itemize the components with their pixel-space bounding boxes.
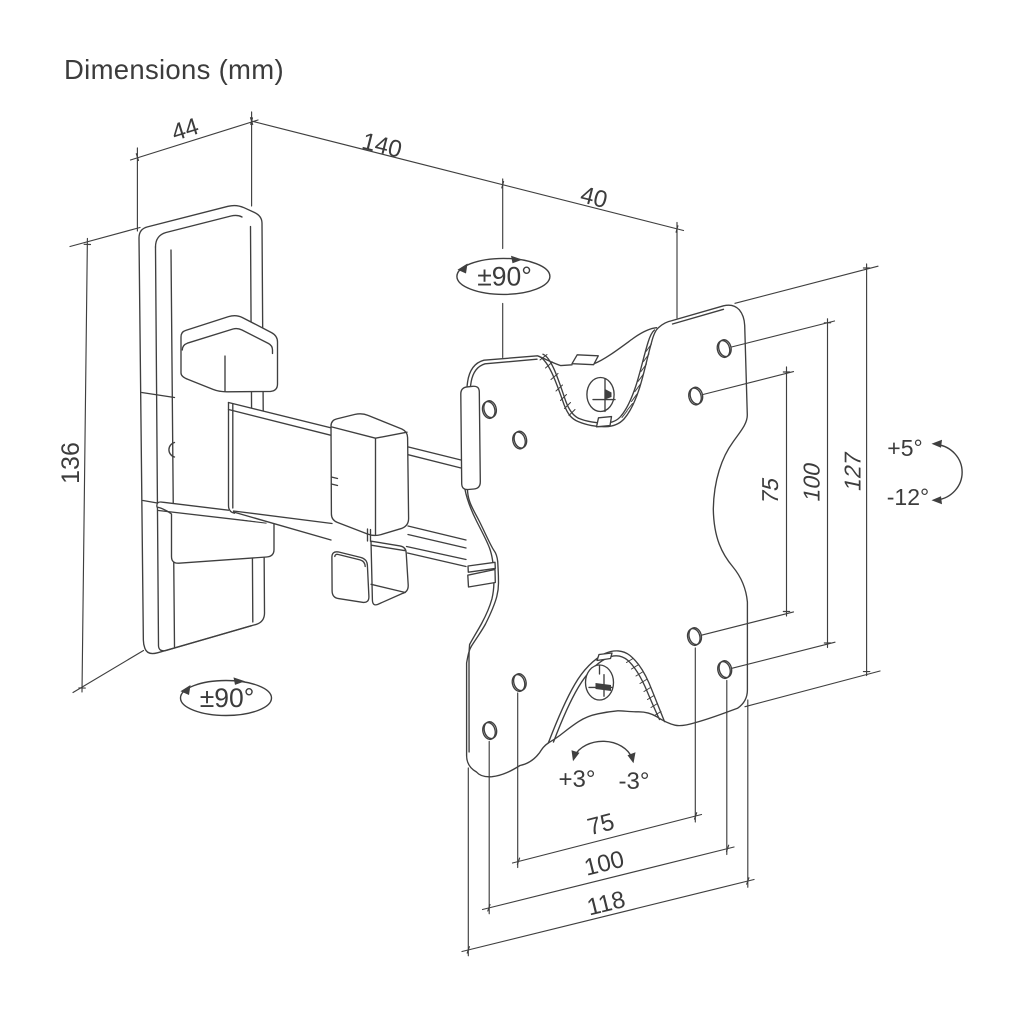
svg-text:100: 100 — [799, 460, 825, 504]
svg-text:127: 127 — [840, 449, 866, 493]
svg-text:+5°: +5° — [887, 435, 922, 461]
svg-text:+3°: +3° — [559, 766, 596, 793]
svg-text:Dimensions (mm): Dimensions (mm) — [64, 54, 284, 85]
svg-text:40: 40 — [578, 181, 611, 214]
svg-text:75: 75 — [757, 475, 783, 506]
svg-text:±90°: ±90° — [200, 683, 255, 713]
svg-text:75: 75 — [585, 808, 618, 841]
svg-text:-3°: -3° — [619, 768, 650, 795]
svg-text:±90°: ±90° — [477, 262, 532, 292]
svg-text:-12°: -12° — [887, 484, 929, 510]
svg-text:136: 136 — [57, 442, 85, 484]
